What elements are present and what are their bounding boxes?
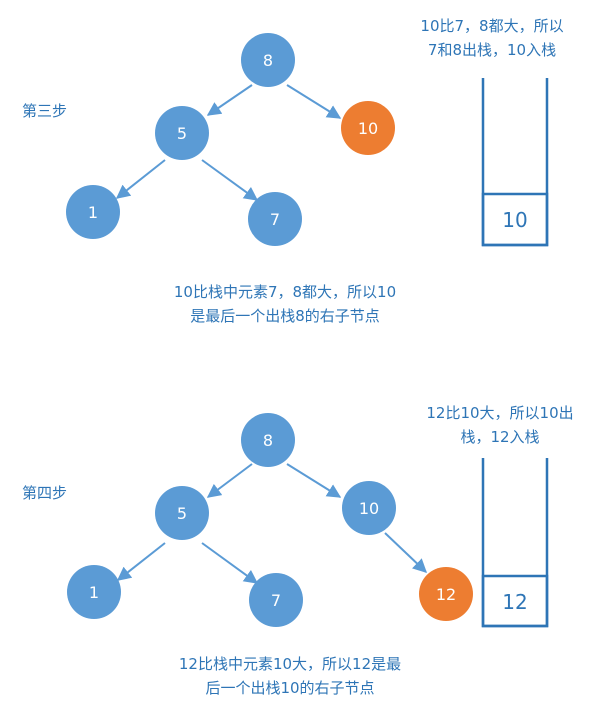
edge-8-5 (206, 463, 253, 498)
tree-node: 5 (155, 486, 209, 540)
edge-8-5 (206, 84, 253, 116)
step-label: 第四步 (22, 484, 68, 502)
tree-node-highlighted: 10 (341, 101, 395, 155)
edge-10-12 (384, 532, 428, 573)
stack-note: 12比10大，所以10出 栈，12入栈 (400, 401, 600, 449)
edge-8-10 (286, 84, 342, 119)
step3-stack: 10 (481, 78, 549, 247)
tree-node: 8 (241, 33, 295, 87)
tree-node: 7 (249, 573, 303, 627)
stack-item: 12 (502, 590, 527, 614)
node-label: 7 (271, 591, 281, 610)
node-label: 10 (359, 499, 379, 518)
stack-note-line: 栈，12入栈 (460, 428, 540, 446)
node-label: 5 (177, 504, 187, 523)
tree-node: 10 (342, 481, 396, 535)
stack-note-line: 12比10大，所以10出 (426, 404, 574, 422)
caption-line: 10比栈中元素7，8都大，所以10 (173, 283, 397, 301)
tree-node: 5 (155, 106, 209, 160)
node-label: 7 (270, 210, 280, 229)
tree-node: 1 (67, 565, 121, 619)
tree-node-highlighted: 12 (419, 567, 473, 621)
node-label: 10 (358, 119, 378, 138)
node-label: 8 (263, 51, 273, 70)
caption-line: 是最后一个出栈8的右子节点 (190, 307, 380, 325)
caption: 10比栈中元素7，8都大，所以10 是最后一个出栈8的右子节点 (120, 280, 450, 328)
stack-item-box (481, 192, 549, 247)
node-label: 5 (177, 124, 187, 143)
step3-tree: 8 5 10 1 7 (66, 33, 395, 246)
stack-note: 10比7，8都大，所以 7和8出栈，10入栈 (392, 14, 592, 62)
caption: 12比栈中元素10大，所以12是最 后一个出栈10的右子节点 (120, 652, 460, 700)
step-label: 第三步 (22, 102, 68, 120)
edge-5-7 (201, 159, 259, 201)
stack-item: 10 (502, 208, 527, 232)
caption-line: 后一个出栈10的右子节点 (205, 679, 375, 697)
caption-line: 12比栈中元素10大，所以12是最 (178, 655, 402, 673)
edge-5-7 (201, 542, 259, 584)
stack-note-line: 10比7，8都大，所以 (420, 17, 564, 35)
node-label: 1 (88, 203, 98, 222)
edge-8-10 (286, 463, 342, 498)
edge-5-1 (115, 159, 166, 199)
stack-note-line: 7和8出栈，10入栈 (427, 41, 557, 59)
node-label: 12 (436, 585, 456, 604)
step4-stack: 12 (481, 458, 549, 628)
node-label: 1 (89, 583, 99, 602)
tree-node: 1 (66, 185, 120, 239)
stack-item-box (481, 574, 549, 628)
tree-node: 7 (248, 192, 302, 246)
tree-node: 8 (241, 413, 295, 467)
edge-5-1 (116, 542, 166, 581)
node-label: 8 (263, 431, 273, 450)
step4-tree: 8 5 10 1 7 12 (67, 413, 473, 627)
